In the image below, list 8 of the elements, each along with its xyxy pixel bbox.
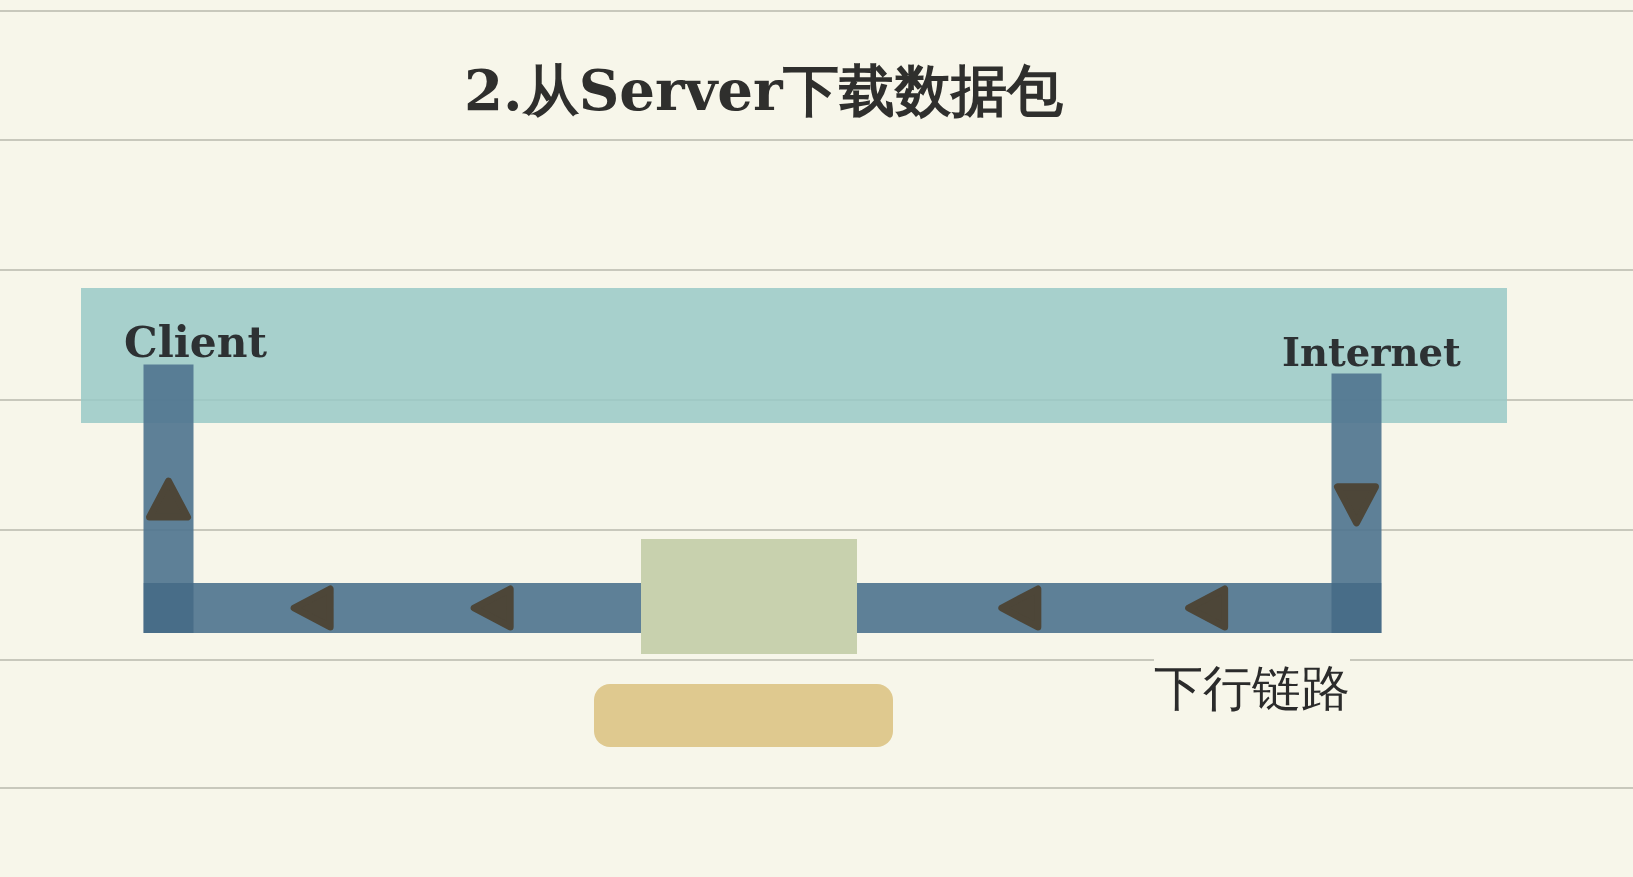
band: [81, 288, 1507, 423]
arrow: [143, 364, 641, 633]
node-label: Internet: [1282, 333, 1461, 374]
empty-box: [641, 539, 857, 654]
arrow: [857, 373, 1382, 633]
rounded-box: [594, 684, 893, 747]
title: 2.从Server下载数据包: [464, 57, 1063, 125]
node-label: Client: [124, 320, 267, 365]
